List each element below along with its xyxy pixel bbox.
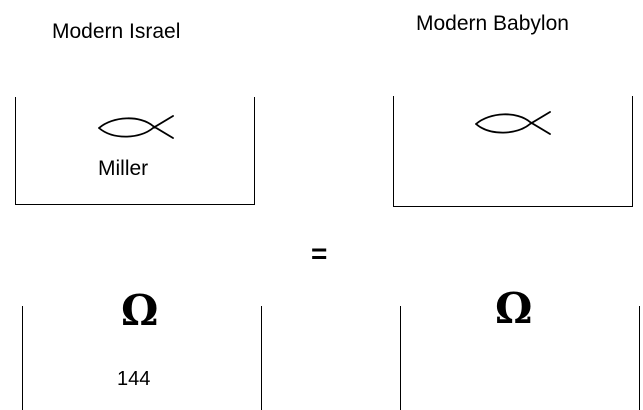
omega-symbol-right: Ω: [495, 284, 533, 333]
fish-icon: [475, 111, 551, 135]
top-right-box: [393, 96, 633, 207]
omega-symbol-left: Ω: [121, 286, 159, 335]
bottom-left-box: [22, 306, 262, 410]
label-miller: Miller: [98, 157, 149, 180]
label-144: 144: [117, 368, 151, 390]
bottom-right-box: [400, 306, 640, 410]
heading-modern-israel: Modern Israel: [52, 20, 181, 43]
top-left-box: [15, 97, 255, 205]
equals-sign: =: [311, 238, 328, 269]
fish-icon: [98, 115, 174, 139]
heading-modern-babylon: Modern Babylon: [416, 12, 569, 35]
